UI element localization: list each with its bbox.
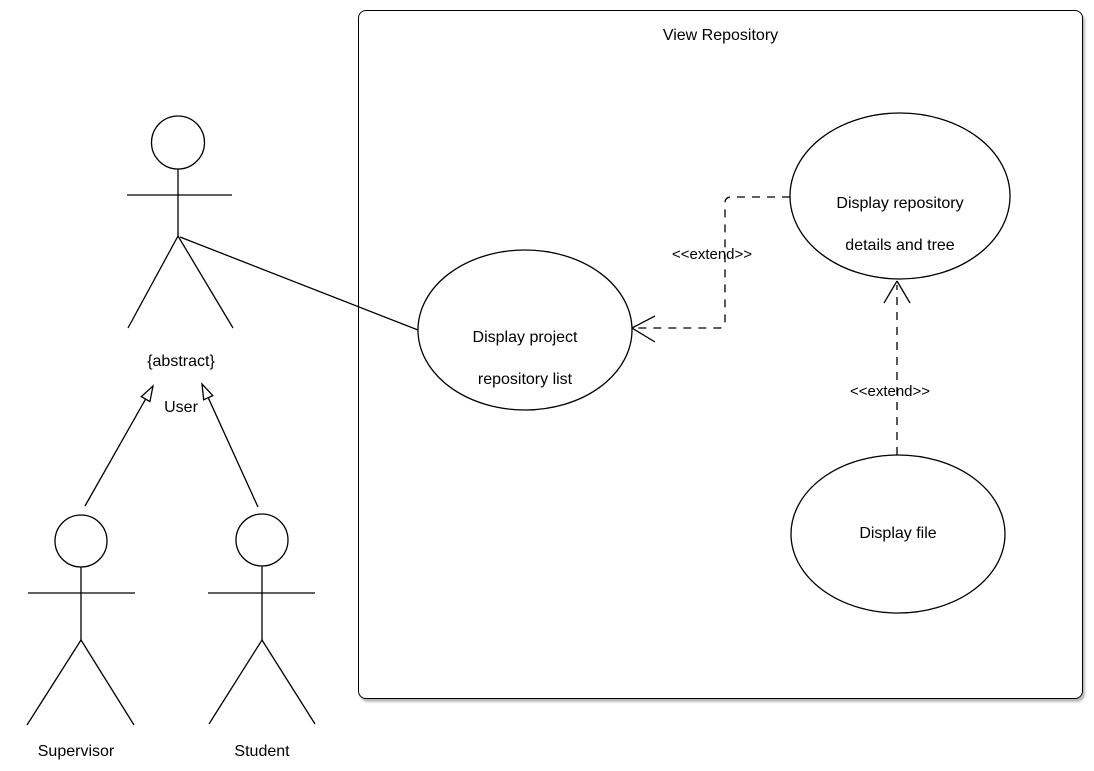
actor-supervisor-right-leg [80,639,135,726]
usecase-repository-details-line2: details and tree [845,237,955,254]
usecase-repository-details-line1: Display repository [836,195,964,212]
actor-supervisor [26,514,135,726]
actor-user-head [150,115,206,170]
actor-user-label: {abstract} User [101,327,261,419]
usecase-project-repository-list-line1: Display project [472,329,578,346]
actor-supervisor-left-leg [26,639,82,726]
actor-user-name: User [164,399,198,416]
system-boundary-title: View Repository [662,27,779,44]
extend-file-to-details [883,280,911,455]
generalization-supervisor-line [84,398,147,507]
actor-supervisor-head [54,514,108,568]
extend-details-to-list [631,196,790,343]
usecase-project-repository-list-line2: repository list [477,371,573,388]
generalization-student-line [207,397,259,508]
actor-student-right-leg [261,639,316,725]
generalization-student-arrowhead [201,382,214,401]
actor-user-right-leg [177,235,234,329]
actor-supervisor-label: Supervisor [37,743,115,760]
actor-user [127,115,234,329]
actor-student [208,513,316,725]
extend-details-to-list-line [638,196,790,329]
extend-details-to-list-arrowhead [631,315,656,343]
usecase-project-repository-list-label: Display project repository list [418,306,632,390]
usecase-display-file-label: Display file [859,525,937,542]
generalization-supervisor-arrowhead [140,384,155,403]
extend-file-to-details-arrowhead [883,280,911,304]
usecase-repository-details [789,112,1011,280]
generalization-supervisor-to-user [84,384,155,507]
actor-student-left-leg [208,639,263,725]
actor-user-left-leg [127,235,179,329]
extend-stereotype-label-1: <<extend>> [671,246,753,263]
association-user-to-repository-list [179,236,419,331]
usecase-repository-details-label: Display repository details and tree [790,172,1010,256]
extend-stereotype-label-2: <<extend>> [849,383,931,400]
generalization-student-to-user [201,382,259,508]
usecase-project-repository-list [417,249,633,411]
actor-user-stereotype: {abstract} [147,353,215,370]
actor-student-label: Student [234,743,290,760]
usecase-display-file [790,454,1006,614]
actor-student-head [235,513,289,567]
